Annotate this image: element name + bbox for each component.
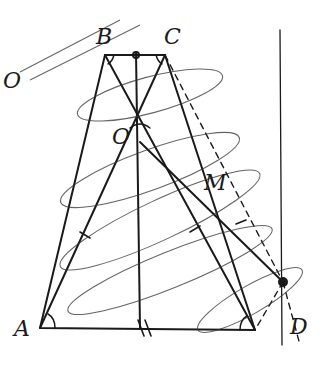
vertical-line [280, 30, 282, 345]
dashed-line [165, 55, 283, 282]
angle-mark [108, 55, 114, 64]
point-label: B [96, 26, 112, 48]
scribble [61, 212, 278, 328]
diagonal [40, 55, 165, 328]
symmetry-line [136, 52, 140, 328]
point-label: O [112, 126, 130, 148]
angle-mark [48, 314, 55, 328]
median-line [140, 142, 283, 282]
scribble [52, 155, 268, 284]
point-label: A [14, 318, 30, 340]
point-label: M [204, 172, 227, 194]
point-label: D [290, 316, 308, 338]
tick-mark [138, 320, 144, 336]
scribble [54, 119, 246, 222]
trapezoid [40, 55, 255, 330]
scribble [191, 258, 309, 342]
point-label: C [164, 26, 181, 48]
diagonal [105, 55, 255, 330]
tick-mark [145, 320, 151, 336]
midpoint [133, 52, 139, 58]
point-label: O [3, 70, 21, 92]
scribble [20, 20, 140, 80]
tick-mark [236, 220, 246, 224]
angle-mark [130, 124, 150, 128]
scribble [73, 58, 227, 132]
angle-mark [156, 55, 162, 64]
